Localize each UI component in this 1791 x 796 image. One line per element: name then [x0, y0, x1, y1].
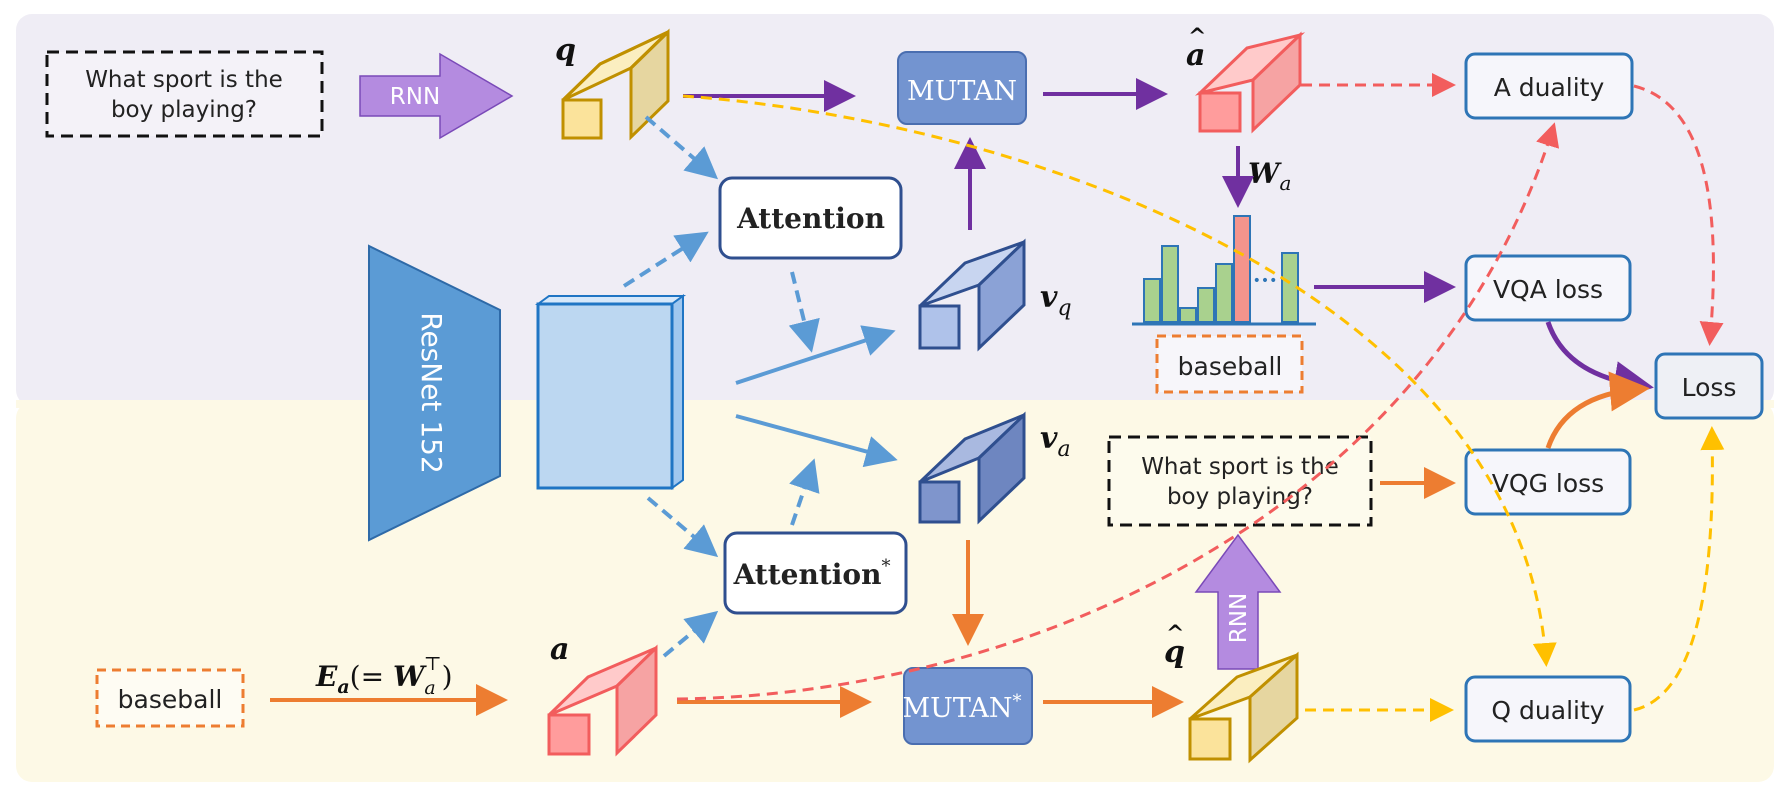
- q-feature-vector: [561, 28, 670, 141]
- attention-bottom-box: [723, 531, 908, 615]
- vqa-loss-box: [1464, 254, 1632, 322]
- answer-input-box: [95, 668, 245, 728]
- attention-top-box: [718, 176, 903, 260]
- histogram-ellipsis: •••: [1253, 273, 1278, 289]
- q-duality-label: Q duality: [1491, 696, 1604, 725]
- answer-label-top-text: baseball: [1178, 352, 1283, 381]
- rnn-decoder-arrow: [1194, 533, 1282, 670]
- connectors: [270, 73, 1725, 722]
- total-loss-label: Loss: [1682, 373, 1737, 402]
- rnn-decoder-label: RNN: [1226, 593, 1252, 643]
- vqa-loss-label: VQA loss: [1493, 275, 1603, 304]
- a-feature-vector: [547, 644, 658, 757]
- answer-distribution-histogram: [1132, 215, 1316, 326]
- image-feature-map: [534, 294, 687, 490]
- mutan-bottom-box: [903, 667, 1033, 745]
- q-hat-feature-vector: [1188, 651, 1299, 764]
- input-question-box: [45, 50, 324, 138]
- total-loss-box: [1654, 352, 1764, 420]
- q-duality-box: [1464, 675, 1632, 743]
- mutan-top-label: MUTAN: [907, 76, 1017, 107]
- resnet-152-block: [368, 244, 501, 542]
- svg-text:^: ^: [1188, 24, 1206, 50]
- answer-input-text: baseball: [118, 685, 223, 714]
- vq-label: vq: [1040, 280, 1072, 321]
- va-feature-vector: [918, 411, 1026, 525]
- vq-feature-vector: [918, 238, 1026, 352]
- rnn-encoder-arrow: [359, 52, 514, 140]
- q-label: q: [555, 33, 576, 68]
- answer-label-top-box: [1155, 334, 1304, 394]
- generated-question-box: [1107, 435, 1373, 527]
- mutan-bottom-label: MUTAN*: [902, 691, 1021, 724]
- a-hat-feature-vector: [1194, 31, 1306, 134]
- a-duality-box: [1464, 52, 1634, 120]
- svg-text:^: ^: [1166, 621, 1184, 647]
- ea-embedding-label: Ea(= Wa⊤): [315, 653, 453, 699]
- a-duality-label: A duality: [1494, 73, 1605, 102]
- mutan-top-box: [897, 51, 1027, 125]
- vqg-loss-box: [1464, 448, 1632, 516]
- vqg-loss-label: VQG loss: [1492, 469, 1604, 498]
- attention-top-label: Attention: [736, 202, 885, 235]
- va-label: va: [1040, 421, 1071, 462]
- q-hat-label: q: [1164, 635, 1185, 670]
- resnet-152-label: ResNet 152: [415, 312, 448, 474]
- rnn-encoder-label: RNN: [390, 84, 440, 110]
- a-hat-label: a: [1186, 38, 1205, 73]
- attention-bottom-label: Attention*: [733, 556, 891, 591]
- a-label: a: [550, 632, 569, 667]
